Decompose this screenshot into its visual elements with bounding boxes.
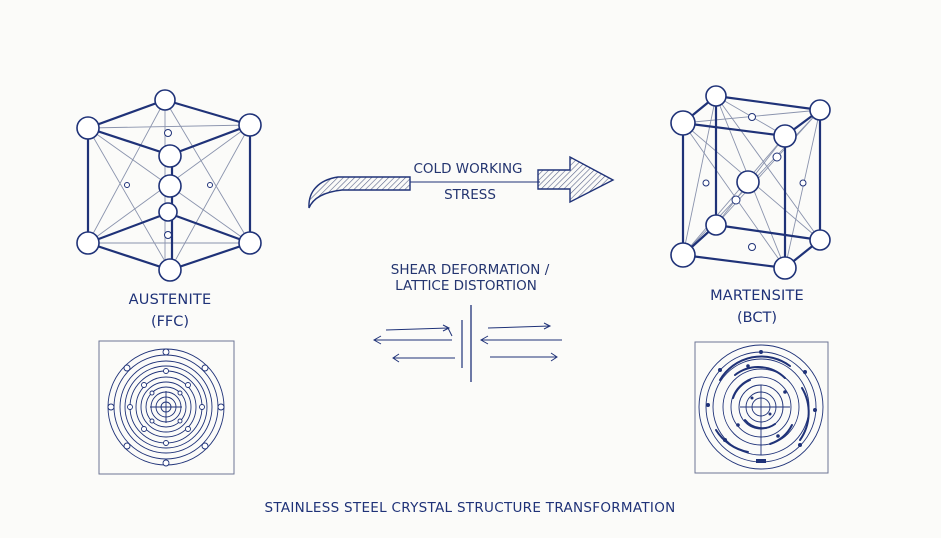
shear-label-line1: SHEAR DEFORMATION / bbox=[390, 262, 550, 278]
austenite-title: AUSTENITE bbox=[128, 292, 212, 308]
footer-title: STAINLESS STEEL CRYSTAL STRUCTURE TRANSF… bbox=[264, 500, 676, 516]
shear-symbol bbox=[372, 305, 562, 382]
arrow-label-stress: STRESS bbox=[444, 187, 496, 203]
martensite-unit-cell bbox=[670, 85, 831, 280]
martensite-diffraction-pattern bbox=[694, 341, 829, 474]
martensite-structure: (BCT) bbox=[737, 310, 777, 326]
austenite-structure: (FFC) bbox=[150, 314, 190, 330]
arrow-label-cold-working: COLD WORKING bbox=[413, 161, 523, 177]
transformation-arrow bbox=[308, 155, 615, 209]
austenite-unit-cell bbox=[76, 89, 262, 282]
shear-label-line2: LATTICE DISTORTION bbox=[395, 278, 537, 294]
martensite-title: MARTENSITE bbox=[710, 288, 804, 304]
austenite-diffraction-pattern bbox=[98, 340, 235, 475]
